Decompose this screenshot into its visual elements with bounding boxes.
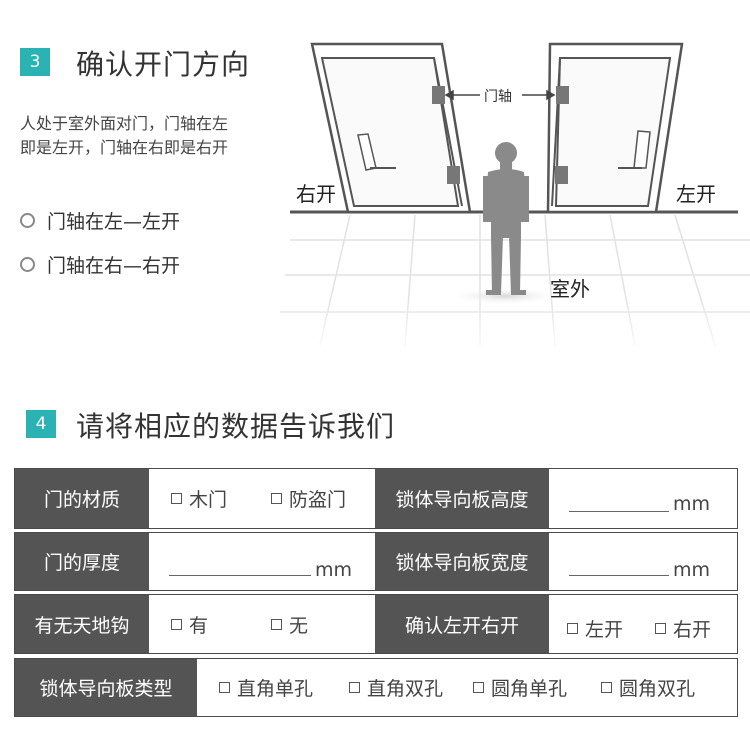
shaft-arrows	[444, 89, 556, 101]
right-door-hinge-bottom	[555, 166, 568, 184]
guide-width-unit: mm	[673, 559, 711, 581]
circle-icon	[20, 213, 35, 228]
guide-height-line	[569, 511, 669, 512]
guide-height-input[interactable]: mm	[549, 469, 737, 528]
checkbox-right-angle-double[interactable]: 直角双孔	[349, 674, 443, 701]
checkbox-icon	[655, 623, 666, 634]
description-line-2: 即是左开，门轴在右即是右开	[20, 138, 229, 157]
form-row-material: 门的材质 木门 防盗门 锁体导向板高度 mm	[14, 468, 738, 529]
checkbox-icon	[171, 493, 182, 504]
section-3-badge: 3	[20, 48, 50, 76]
door-shaft-label: 门轴	[484, 89, 512, 105]
left-open-option-label: 左开	[585, 619, 624, 641]
checkbox-round-double[interactable]: 圆角双孔	[601, 674, 695, 701]
left-door-hinge-bottom	[447, 166, 460, 184]
guide-width-input[interactable]: mm	[549, 533, 737, 590]
thickness-unit: mm	[315, 559, 353, 581]
checkbox-security-door[interactable]: 防盗门	[271, 485, 346, 512]
checkbox-icon	[567, 623, 578, 634]
left-door-hinge-top	[432, 86, 445, 104]
hook-header: 有无天地钩	[15, 595, 149, 653]
guide-width-header: 锁体导向板宽度	[375, 533, 549, 590]
form-row-hook: 有无天地钩 有 无 确认左开右开 左开 右开	[14, 594, 738, 654]
checkbox-hook-no[interactable]: 无	[271, 611, 308, 638]
checkbox-icon	[219, 682, 230, 693]
checkbox-right-angle-single[interactable]: 直角单孔	[219, 674, 313, 701]
option-left-open: 门轴在左—左开	[20, 207, 180, 234]
outside-label: 室外	[550, 277, 590, 301]
guide-type-options: 直角单孔 直角双孔 圆角单孔 圆角双孔	[197, 659, 737, 716]
circle-icon	[20, 257, 35, 272]
right-door-hinge-top	[556, 86, 569, 104]
description-line-1: 人处于室外面对门，门轴在左	[20, 114, 229, 133]
left-door	[310, 42, 472, 214]
door-direction-description: 人处于室外面对门，门轴在左 即是左开，门轴在右即是右开	[20, 112, 280, 160]
checkbox-right-open[interactable]: 右开	[655, 615, 711, 642]
hook-options: 有 无	[149, 595, 375, 653]
direction-options: 左开 右开	[549, 595, 737, 653]
section-3-title: 确认开门方向	[76, 48, 251, 81]
guide-height-header: 锁体导向板高度	[375, 469, 549, 528]
direction-header: 确认左开右开	[375, 595, 549, 653]
form-row-thickness: 门的厚度 mm 锁体导向板宽度 mm	[14, 532, 738, 591]
person-shadow	[445, 287, 565, 305]
thickness-line	[169, 575, 311, 576]
checkbox-hook-yes[interactable]: 有	[171, 611, 208, 638]
round-double-label: 圆角双孔	[619, 678, 696, 700]
section-4-title: 请将相应的数据告诉我们	[76, 410, 396, 443]
option-right-open: 门轴在右—右开	[20, 251, 180, 278]
checkbox-icon	[271, 618, 282, 630]
left-open-label: 左开	[676, 182, 716, 206]
right-open-option-label: 右开	[673, 619, 712, 641]
person-silhouette	[483, 142, 529, 295]
guide-width-line	[569, 575, 669, 576]
section-4-badge: 4	[26, 410, 56, 438]
right-angle-double-label: 直角双孔	[367, 678, 444, 700]
right-angle-single-label: 直角单孔	[237, 678, 314, 700]
wood-door-label: 木门	[189, 489, 228, 511]
thickness-header: 门的厚度	[15, 533, 149, 590]
checkbox-round-single[interactable]: 圆角单孔	[473, 674, 567, 701]
security-door-label: 防盗门	[289, 489, 347, 511]
hook-yes-label: 有	[189, 614, 209, 637]
door-illustration	[270, 42, 750, 360]
guide-type-header: 锁体导向板类型	[15, 659, 197, 716]
thickness-input[interactable]: mm	[149, 533, 375, 590]
material-header: 门的材质	[15, 469, 149, 528]
material-options: 木门 防盗门	[149, 469, 375, 528]
checkbox-icon	[171, 618, 182, 630]
hook-no-label: 无	[289, 614, 309, 637]
right-door	[546, 42, 684, 214]
round-single-label: 圆角单孔	[491, 678, 568, 700]
form-row-guide-type: 锁体导向板类型 直角单孔 直角双孔 圆角单孔 圆角双孔	[14, 658, 738, 717]
checkbox-left-open[interactable]: 左开	[567, 615, 623, 642]
checkbox-wood-door[interactable]: 木门	[171, 485, 227, 512]
right-open-label: 右开	[296, 182, 336, 206]
option-right-open-label: 门轴在右—右开	[47, 255, 181, 277]
checkbox-icon	[473, 682, 484, 693]
checkbox-icon	[271, 493, 282, 504]
checkbox-icon	[601, 682, 612, 693]
option-left-open-label: 门轴在左—左开	[47, 211, 181, 233]
checkbox-icon	[349, 682, 360, 693]
guide-height-unit: mm	[673, 493, 711, 515]
